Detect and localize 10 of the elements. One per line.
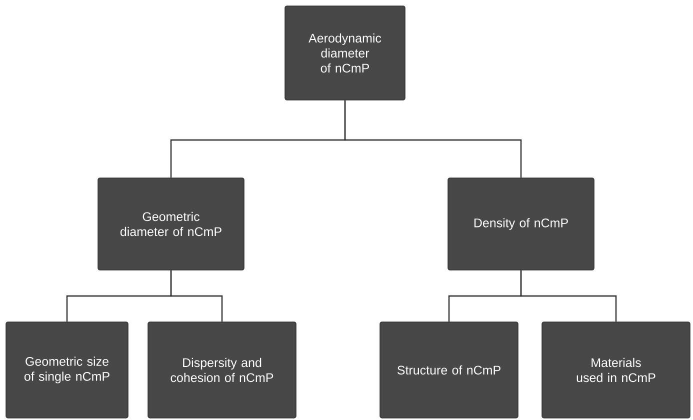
- process-box: Geometric size of single nCmP: [6, 322, 128, 418]
- process-box: Materials used in nCmP: [542, 322, 690, 418]
- process-box: Geometric diameter of nCmP: [98, 178, 244, 270]
- connector: [520, 270, 617, 322]
- connector: [170, 270, 223, 322]
- process-box: Density of nCmP: [448, 178, 594, 270]
- process-box: Dispersity and cohesion of nCmP: [148, 322, 296, 418]
- process-box: Aerodynamic diameter of nCmP: [284, 6, 406, 100]
- process-box: Structure of nCmP: [380, 322, 518, 418]
- connector: [344, 100, 522, 178]
